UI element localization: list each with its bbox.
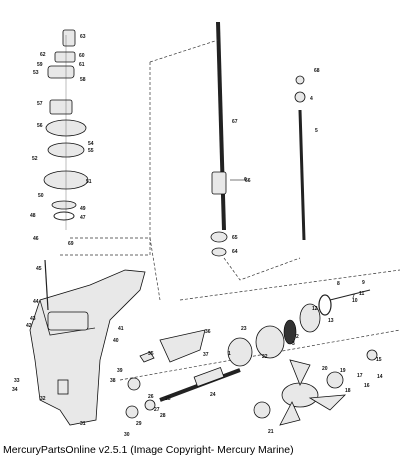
callout-6: 6 — [244, 177, 247, 183]
callout-41: 41 — [118, 326, 124, 332]
callout-23: 23 — [241, 326, 247, 332]
callout-labels: 63 62 60 59 61 53 58 57 56 54 55 52 51 5… — [12, 34, 383, 438]
callout-68: 68 — [314, 68, 320, 74]
exploded-parts-diagram: 63 62 60 59 61 53 58 57 56 54 55 52 51 5… — [12, 21, 400, 438]
image-caption: MercuryPartsOnline v2.5.1 (Image Copyrig… — [3, 444, 294, 456]
callout-28: 28 — [160, 413, 166, 419]
callout-2: 2 — [296, 334, 299, 340]
callout-20: 20 — [322, 366, 328, 372]
callout-5: 5 — [315, 128, 318, 134]
callout-26: 26 — [148, 394, 154, 400]
gear-housing — [29, 259, 146, 426]
callout-33: 33 — [14, 378, 20, 384]
propeller-shaft — [159, 367, 241, 402]
callout-4: 4 — [310, 96, 313, 102]
callout-59: 59 — [37, 62, 43, 68]
callout-24: 24 — [210, 392, 216, 398]
callout-61: 61 — [79, 62, 85, 68]
callout-34: 34 — [12, 387, 18, 393]
callout-62: 62 — [40, 52, 46, 58]
callout-31: 31 — [80, 421, 86, 427]
callout-52: 52 — [32, 156, 38, 162]
callout-25: 25 — [165, 396, 171, 402]
callout-55: 55 — [88, 148, 94, 154]
callout-45: 45 — [36, 266, 42, 272]
callout-18: 18 — [345, 388, 351, 394]
callout-42: 42 — [26, 323, 32, 329]
shift-shaft — [294, 75, 306, 241]
callout-1: 1 — [228, 351, 231, 357]
callout-37: 37 — [203, 352, 209, 358]
callout-16: 16 — [364, 383, 370, 389]
callout-50: 50 — [38, 193, 44, 199]
callout-54: 54 — [88, 141, 94, 147]
callout-7: 7 — [352, 294, 355, 300]
callout-60: 60 — [79, 53, 85, 59]
callout-51: 51 — [86, 179, 92, 185]
callout-43: 43 — [30, 316, 36, 322]
callout-13: 13 — [328, 318, 334, 324]
callout-57: 57 — [37, 101, 43, 107]
callout-22: 22 — [262, 354, 268, 360]
callout-49: 49 — [80, 206, 86, 212]
lower-gears — [125, 351, 156, 419]
callout-15: 15 — [376, 357, 382, 363]
callout-27: 27 — [154, 407, 160, 413]
callout-67: 67 — [232, 119, 238, 125]
callout-11: 11 — [359, 291, 365, 297]
callout-48: 48 — [30, 213, 36, 219]
callout-32: 32 — [40, 396, 46, 402]
callout-17: 17 — [357, 373, 363, 379]
callout-35: 35 — [148, 351, 154, 357]
callout-58: 58 — [80, 77, 86, 83]
callout-9: 9 — [362, 280, 365, 286]
propeller — [253, 349, 378, 426]
callout-46: 46 — [33, 236, 39, 242]
callout-19: 19 — [340, 368, 346, 374]
callout-3: 3 — [292, 341, 295, 347]
bearing-carrier — [227, 289, 371, 367]
callout-64: 64 — [232, 249, 238, 255]
water-pump-assembly — [43, 29, 89, 230]
callout-12: 12 — [312, 306, 318, 312]
callout-66: 66 — [245, 178, 251, 184]
callout-69: 69 — [68, 241, 74, 247]
callout-65: 65 — [232, 235, 238, 241]
callout-21: 21 — [268, 429, 274, 435]
trim-tab — [159, 329, 206, 363]
callout-56: 56 — [37, 123, 43, 129]
callout-8: 8 — [337, 281, 340, 287]
callout-39: 39 — [117, 368, 123, 374]
callout-44: 44 — [33, 299, 39, 305]
alignment-lines — [60, 39, 400, 381]
callout-14: 14 — [377, 374, 383, 380]
callout-30: 30 — [124, 432, 130, 438]
callout-63: 63 — [80, 34, 86, 40]
callout-36: 36 — [205, 329, 211, 335]
drive-shaft — [210, 21, 244, 257]
callout-40: 40 — [113, 338, 119, 344]
callout-47: 47 — [80, 215, 86, 221]
callout-53: 53 — [33, 70, 39, 76]
callout-10: 10 — [352, 298, 358, 304]
callout-29: 29 — [136, 421, 142, 427]
callout-38: 38 — [110, 378, 116, 384]
